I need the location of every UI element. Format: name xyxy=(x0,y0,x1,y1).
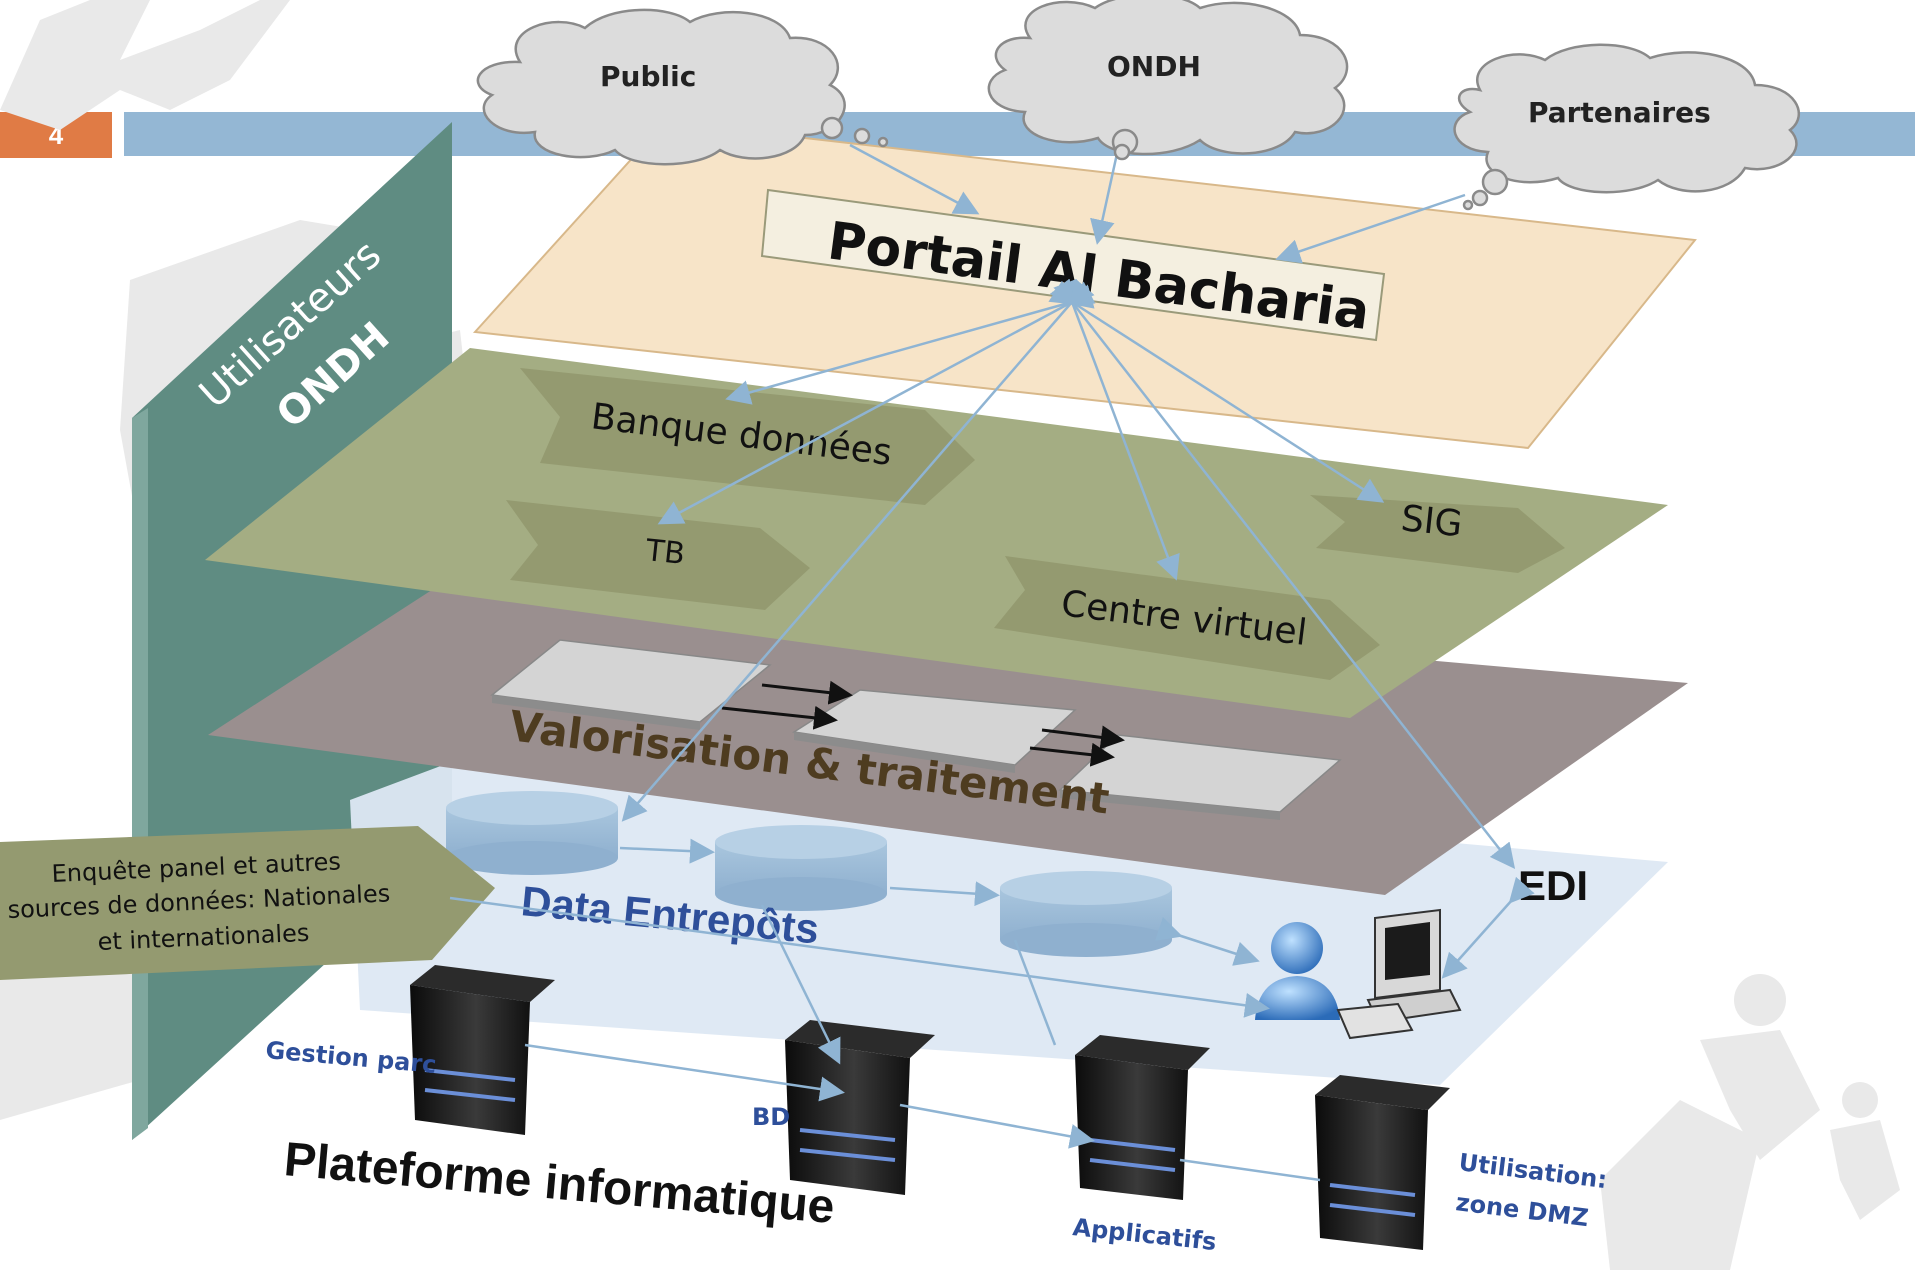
computer-icon xyxy=(1336,908,1462,1040)
database-cylinder-2 xyxy=(715,825,887,911)
cloud-ondh-label: ONDH xyxy=(1107,50,1201,83)
cloud-partenaires-label: Partenaires xyxy=(1528,96,1711,129)
cloud-public xyxy=(476,8,889,166)
edi-label: EDI xyxy=(1518,862,1588,909)
applicatifs-label: Applicatifs xyxy=(1071,1213,1217,1256)
app-sig-label: SIG xyxy=(1399,498,1464,545)
warehouse-cylinders xyxy=(446,791,1172,957)
utilisation-label-line1: Utilisation: xyxy=(1457,1148,1608,1194)
server-tower-gestion xyxy=(410,965,555,1135)
database-cylinder-3 xyxy=(1000,871,1172,957)
gestion-parc-label: Gestion parc xyxy=(264,1036,437,1079)
utilisation-label-line2: zone DMZ xyxy=(1454,1188,1590,1232)
input-source-arrow xyxy=(0,826,495,980)
connector-arrows xyxy=(449,139,1535,1182)
bd-label: BD xyxy=(752,1103,790,1131)
cloud-public-label: Public xyxy=(600,60,696,93)
app-tb-label: TB xyxy=(643,533,686,572)
cloud-ondh xyxy=(987,0,1349,161)
server-tower-applicatifs xyxy=(1075,1035,1210,1200)
server-tower-dmz xyxy=(1315,1075,1450,1250)
platform-title: Plateforme informatique xyxy=(282,1133,837,1234)
user-person-icon xyxy=(1255,922,1340,1020)
cloud-partenaires xyxy=(1453,43,1801,211)
database-cylinder-1 xyxy=(446,791,618,875)
